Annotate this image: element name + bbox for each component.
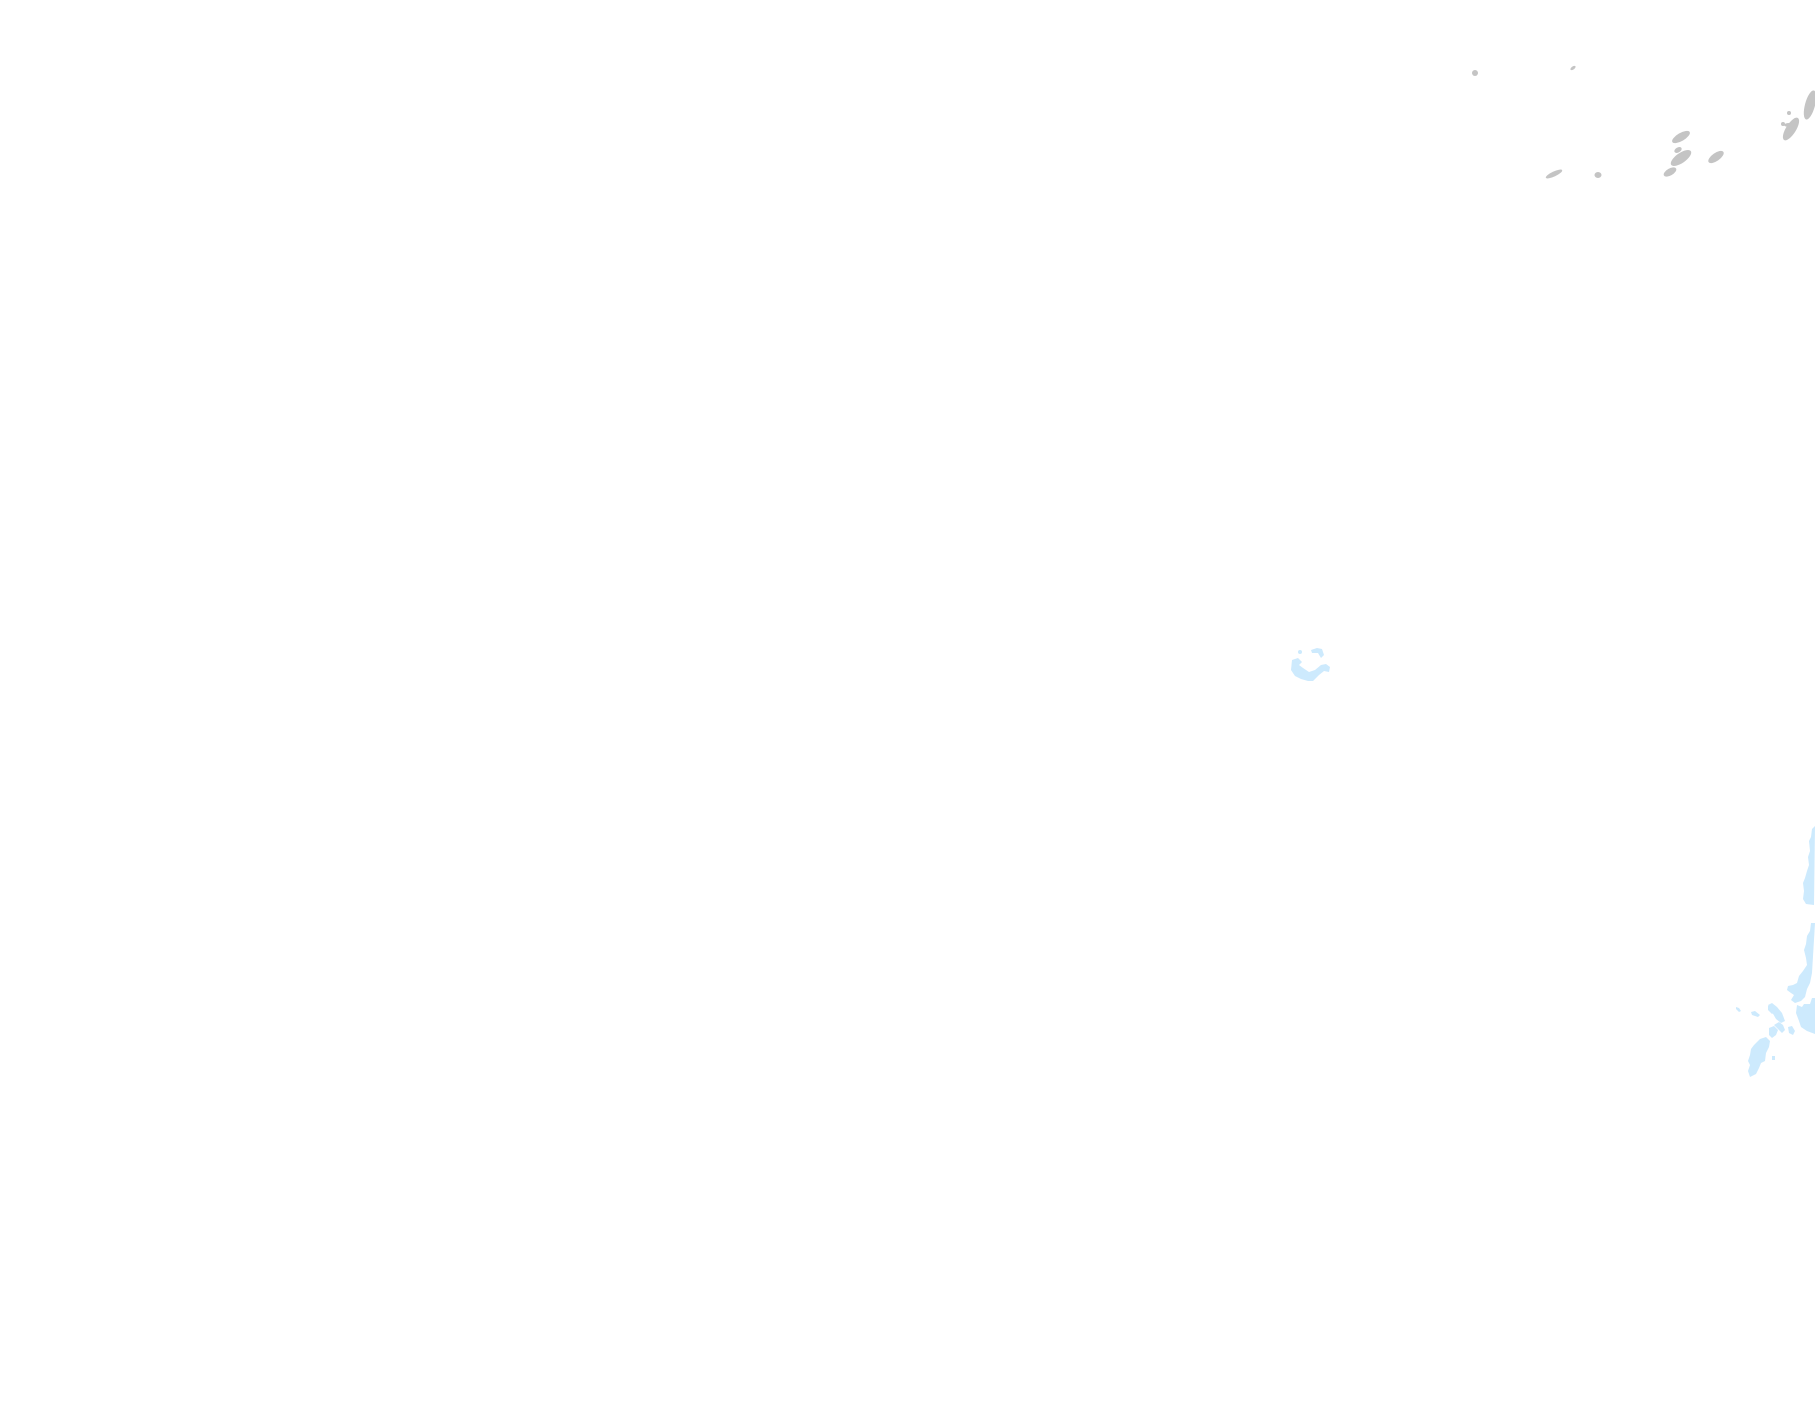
island (1748, 1037, 1770, 1077)
island (1672, 130, 1690, 144)
island (1663, 167, 1677, 177)
island (1768, 1006, 1777, 1014)
island (1782, 117, 1800, 141)
atoll (1291, 658, 1330, 681)
island (1751, 1011, 1760, 1017)
island (1803, 90, 1815, 120)
atoll (1298, 650, 1302, 654)
island (1545, 169, 1563, 179)
island (1772, 1056, 1775, 1060)
island (1670, 149, 1692, 167)
blue-ring-atoll (1291, 648, 1330, 681)
island (1472, 70, 1478, 76)
island (1736, 1007, 1741, 1012)
island (1570, 65, 1576, 71)
blue-coastline (1736, 826, 1815, 1077)
coast-segment (1803, 826, 1815, 905)
coast-segment (1787, 923, 1815, 1003)
island (1674, 147, 1682, 153)
island (1774, 1022, 1785, 1033)
island (1594, 172, 1602, 178)
island (1769, 1026, 1778, 1038)
island (1787, 111, 1791, 115)
atoll (1311, 648, 1324, 658)
island (1781, 122, 1785, 126)
coast-segment (1796, 998, 1815, 1034)
grey-islands (1472, 65, 1815, 179)
island (1788, 1026, 1795, 1035)
island (1708, 150, 1724, 164)
